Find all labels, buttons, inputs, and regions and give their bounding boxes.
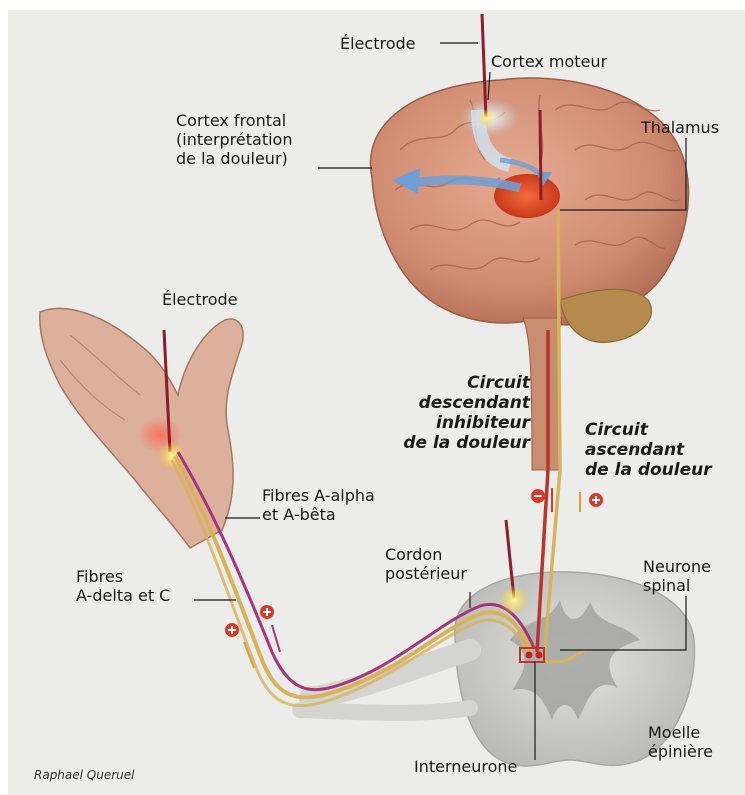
label-fibres-alpha: Fibres A-alpha et A-bêta (262, 486, 375, 524)
label-neurone-spinal: Neurone spinal (643, 557, 711, 595)
label-electrode-hand: Électrode (162, 290, 237, 309)
illustrator-credit: Raphael Queruel (34, 768, 135, 782)
label-circuit-ascendant: Circuit ascendant de la douleur (585, 420, 712, 480)
label-cortex-moteur: Cortex moteur (491, 52, 607, 71)
spinal-cord-section (300, 572, 694, 766)
label-moelle-epiniere: Moelle épinière (648, 723, 713, 761)
hand (40, 308, 243, 548)
label-fibres-delta: Fibres A-delta et C (76, 567, 170, 605)
label-cortex-frontal: Cortex frontal (interprétation de la dou… (176, 111, 292, 168)
label-electrode-top: Électrode (340, 34, 415, 53)
cerebellum (560, 289, 652, 342)
label-thalamus: Thalamus (641, 118, 719, 137)
label-interneurone: Interneurone (414, 757, 517, 776)
spinal-spark (499, 585, 529, 615)
label-cordon-posterieur: Cordon postérieur (385, 545, 467, 583)
label-circuit-descendant: Circuit descendant inhibiteur de la doul… (392, 373, 530, 453)
